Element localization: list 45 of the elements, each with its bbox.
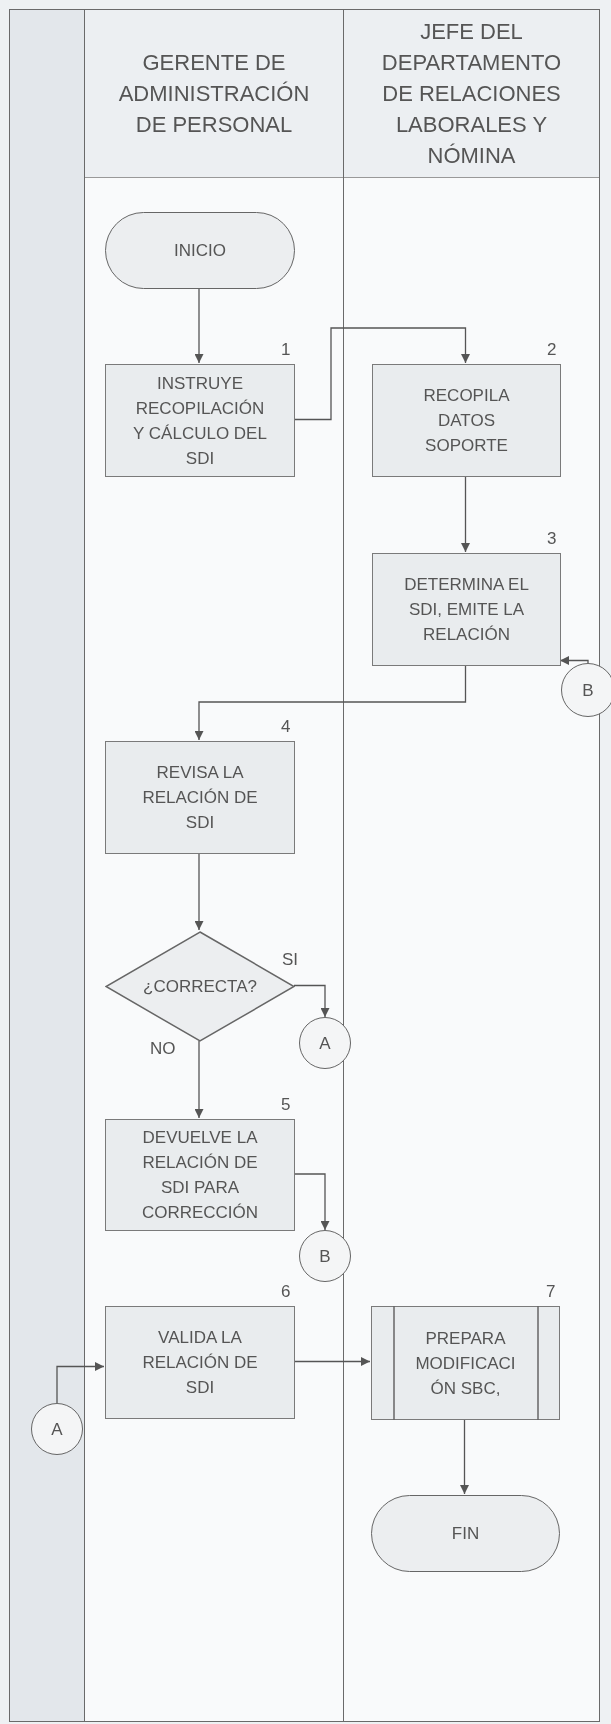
step-text: REVISA LA RELACIÓN DE SDI xyxy=(141,762,259,834)
step-text: DEVUELVE LA RELACIÓN DE SDI PARA CORRECCIÓN xyxy=(140,1127,260,1224)
step-text: PREPARA MODIFICACI ÓN SBC, xyxy=(414,1327,517,1400)
step-text: DETERMINA EL SDI, EMITE LA RELACIÓN xyxy=(403,574,530,646)
process-box xyxy=(372,364,561,477)
terminator-label: INICIO xyxy=(174,240,226,262)
step-number: 6 xyxy=(281,1282,291,1302)
terminator-label: FIN xyxy=(451,1523,480,1545)
decision-diamond xyxy=(105,931,295,1042)
process-box xyxy=(105,741,295,854)
step-text: RECOPILA DATOS SOPORTE xyxy=(422,385,511,457)
process-box xyxy=(372,553,561,666)
arrow xyxy=(194,287,204,364)
swimlane xyxy=(343,9,600,1722)
arrow xyxy=(194,852,204,931)
process-box xyxy=(105,1119,295,1231)
step-number: 7 xyxy=(546,1282,556,1302)
lane-header: JEFE DEL DEPARTAMENTO DE RELACIONES LABORALES Y NÓMINA xyxy=(344,10,599,178)
step-number: 1 xyxy=(281,340,291,360)
arrow xyxy=(293,1173,330,1231)
arrow xyxy=(460,1418,469,1495)
connector-label: B xyxy=(319,1245,331,1268)
arrow xyxy=(559,656,589,665)
connector-label: A xyxy=(319,1032,331,1055)
decision-label: ¿CORRECTA? xyxy=(143,976,257,998)
step-number: 2 xyxy=(547,340,557,360)
process-box xyxy=(105,364,295,477)
arrow xyxy=(293,1357,371,1366)
connector-label: B xyxy=(582,679,594,702)
step-number: 3 xyxy=(547,529,557,549)
step-text: INSTRUYE RECOPILACIÓN Y CÁLCULO DEL SDI xyxy=(132,372,268,470)
step-number: 4 xyxy=(281,717,291,737)
process-box xyxy=(105,1306,295,1419)
swimlane xyxy=(84,9,344,1722)
arrow xyxy=(194,664,467,741)
connector-label: A xyxy=(51,1418,63,1441)
arrow xyxy=(293,984,330,1018)
arrow xyxy=(293,327,470,421)
arrow xyxy=(56,1362,105,1404)
arrow xyxy=(461,475,470,553)
arrow xyxy=(194,1040,204,1119)
predefined-process-box xyxy=(371,1306,560,1420)
lane-header: GERENTE DE ADMINISTRACIÓN DE PERSONAL xyxy=(85,10,343,178)
step-number: 5 xyxy=(281,1095,291,1115)
step-text: VALIDA LA RELACIÓN DE SDI xyxy=(141,1327,259,1399)
